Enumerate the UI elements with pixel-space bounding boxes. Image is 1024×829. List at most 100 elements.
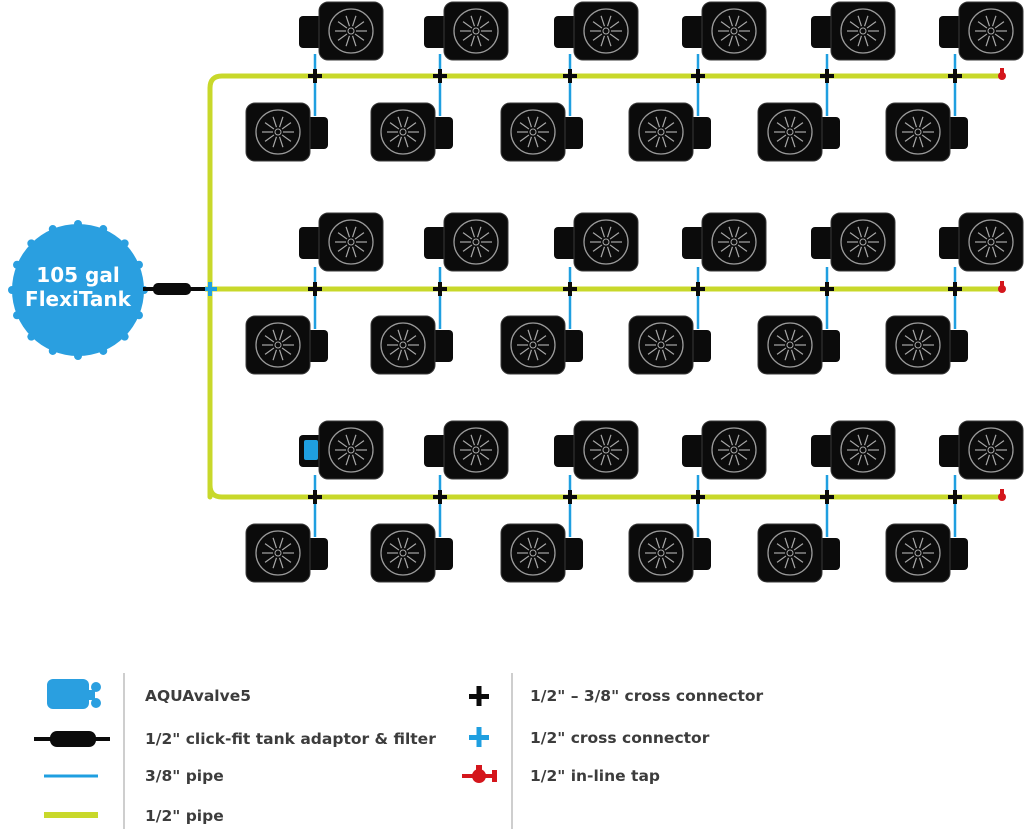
pot	[885, 102, 968, 162]
drain-center	[914, 341, 922, 349]
drain-slot	[734, 226, 740, 238]
drain-slot	[790, 537, 796, 549]
drain-slot	[345, 15, 351, 27]
drain-slot	[793, 134, 804, 142]
drain-slot	[281, 335, 292, 343]
drain-slot	[462, 232, 473, 240]
pot	[757, 102, 840, 162]
drain-slot	[406, 543, 417, 551]
drain-slot	[737, 440, 748, 448]
drain-slot	[354, 440, 365, 448]
drain-slot	[609, 440, 620, 448]
drain-slot	[849, 440, 860, 448]
drain-slot	[985, 454, 991, 466]
drain-center	[987, 446, 995, 454]
pots	[245, 1, 1024, 583]
drain-slot	[606, 15, 612, 27]
pot	[682, 1, 767, 61]
pot	[424, 212, 509, 272]
drain-slot	[664, 335, 675, 343]
drain-slot	[351, 434, 357, 446]
drain-slot	[866, 440, 877, 448]
tank-label-line1: 105 gal	[36, 263, 119, 287]
drain-slot	[994, 21, 1005, 29]
drain-slot	[784, 537, 790, 549]
pot	[628, 523, 711, 583]
cross-connector-black	[308, 282, 322, 296]
pot	[811, 1, 896, 61]
drain-slot	[734, 246, 740, 258]
drain-slot	[912, 329, 918, 341]
tap-handle	[1000, 489, 1004, 494]
drain-slot	[406, 134, 417, 142]
drain-slot	[790, 136, 796, 148]
pot-lid	[895, 109, 941, 155]
drain-center	[529, 549, 537, 557]
legend-label-adaptor: 1/2" click-fit tank adaptor & filter	[145, 730, 436, 748]
drain-slot	[592, 244, 603, 252]
pot	[299, 1, 384, 61]
drain-slot	[397, 349, 403, 361]
drain-slot	[470, 434, 476, 446]
drain-slot	[655, 116, 661, 128]
drain-slot	[476, 35, 482, 47]
drain-slot	[857, 226, 863, 238]
drain-slot	[278, 116, 284, 128]
pot	[554, 1, 639, 61]
drain-slot	[790, 349, 796, 361]
drain-slot	[592, 440, 603, 448]
cross-v	[208, 282, 212, 296]
pot	[939, 212, 1024, 272]
drain-slot	[606, 246, 612, 258]
drain-slot	[406, 335, 417, 343]
drain-slot	[462, 440, 473, 448]
drain-slot	[793, 347, 804, 355]
cross-connector-black	[563, 69, 577, 83]
drain-slot	[272, 116, 278, 128]
drain-slot	[784, 329, 790, 341]
drain-slot	[784, 557, 790, 569]
drain-center	[399, 341, 407, 349]
drain-slot	[600, 246, 606, 258]
drain-center	[730, 27, 738, 35]
pot-lid	[711, 427, 757, 473]
drain-slot	[462, 21, 473, 29]
cross-connector-black	[433, 69, 447, 83]
drain-slot	[728, 35, 734, 47]
drain-slot	[337, 244, 348, 252]
pot	[885, 523, 968, 583]
drain-slot	[272, 349, 278, 361]
drain-slot	[655, 329, 661, 341]
pot-lid	[453, 8, 499, 54]
drain-slot	[397, 116, 403, 128]
tap-body	[998, 72, 1006, 80]
drain-center	[529, 341, 537, 349]
drain-slot	[476, 434, 482, 446]
cross-v	[953, 282, 957, 296]
pot-lid	[328, 219, 374, 265]
cross-v	[696, 69, 700, 83]
pot-lid	[840, 8, 886, 54]
pot	[299, 420, 384, 480]
pot-lid	[328, 8, 374, 54]
pot	[628, 315, 711, 375]
pot-lid	[380, 322, 426, 368]
drain-slot	[281, 134, 292, 142]
cross-v	[438, 69, 442, 83]
drain-slot	[734, 15, 740, 27]
drain-slot	[857, 434, 863, 446]
drain-slot	[904, 122, 915, 130]
drain-center	[914, 549, 922, 557]
pot-lid	[767, 109, 813, 155]
drain-slot	[661, 349, 667, 361]
cross-connector-black	[691, 69, 705, 83]
drain-slot	[600, 226, 606, 238]
tap-handle	[1000, 68, 1004, 73]
drain-slot	[866, 21, 877, 29]
drain-slot	[609, 244, 620, 252]
cross-connector-black	[691, 282, 705, 296]
pot	[811, 420, 896, 480]
drain-slot	[737, 452, 748, 460]
drain-slot	[519, 347, 530, 355]
drain-slot	[389, 543, 400, 551]
